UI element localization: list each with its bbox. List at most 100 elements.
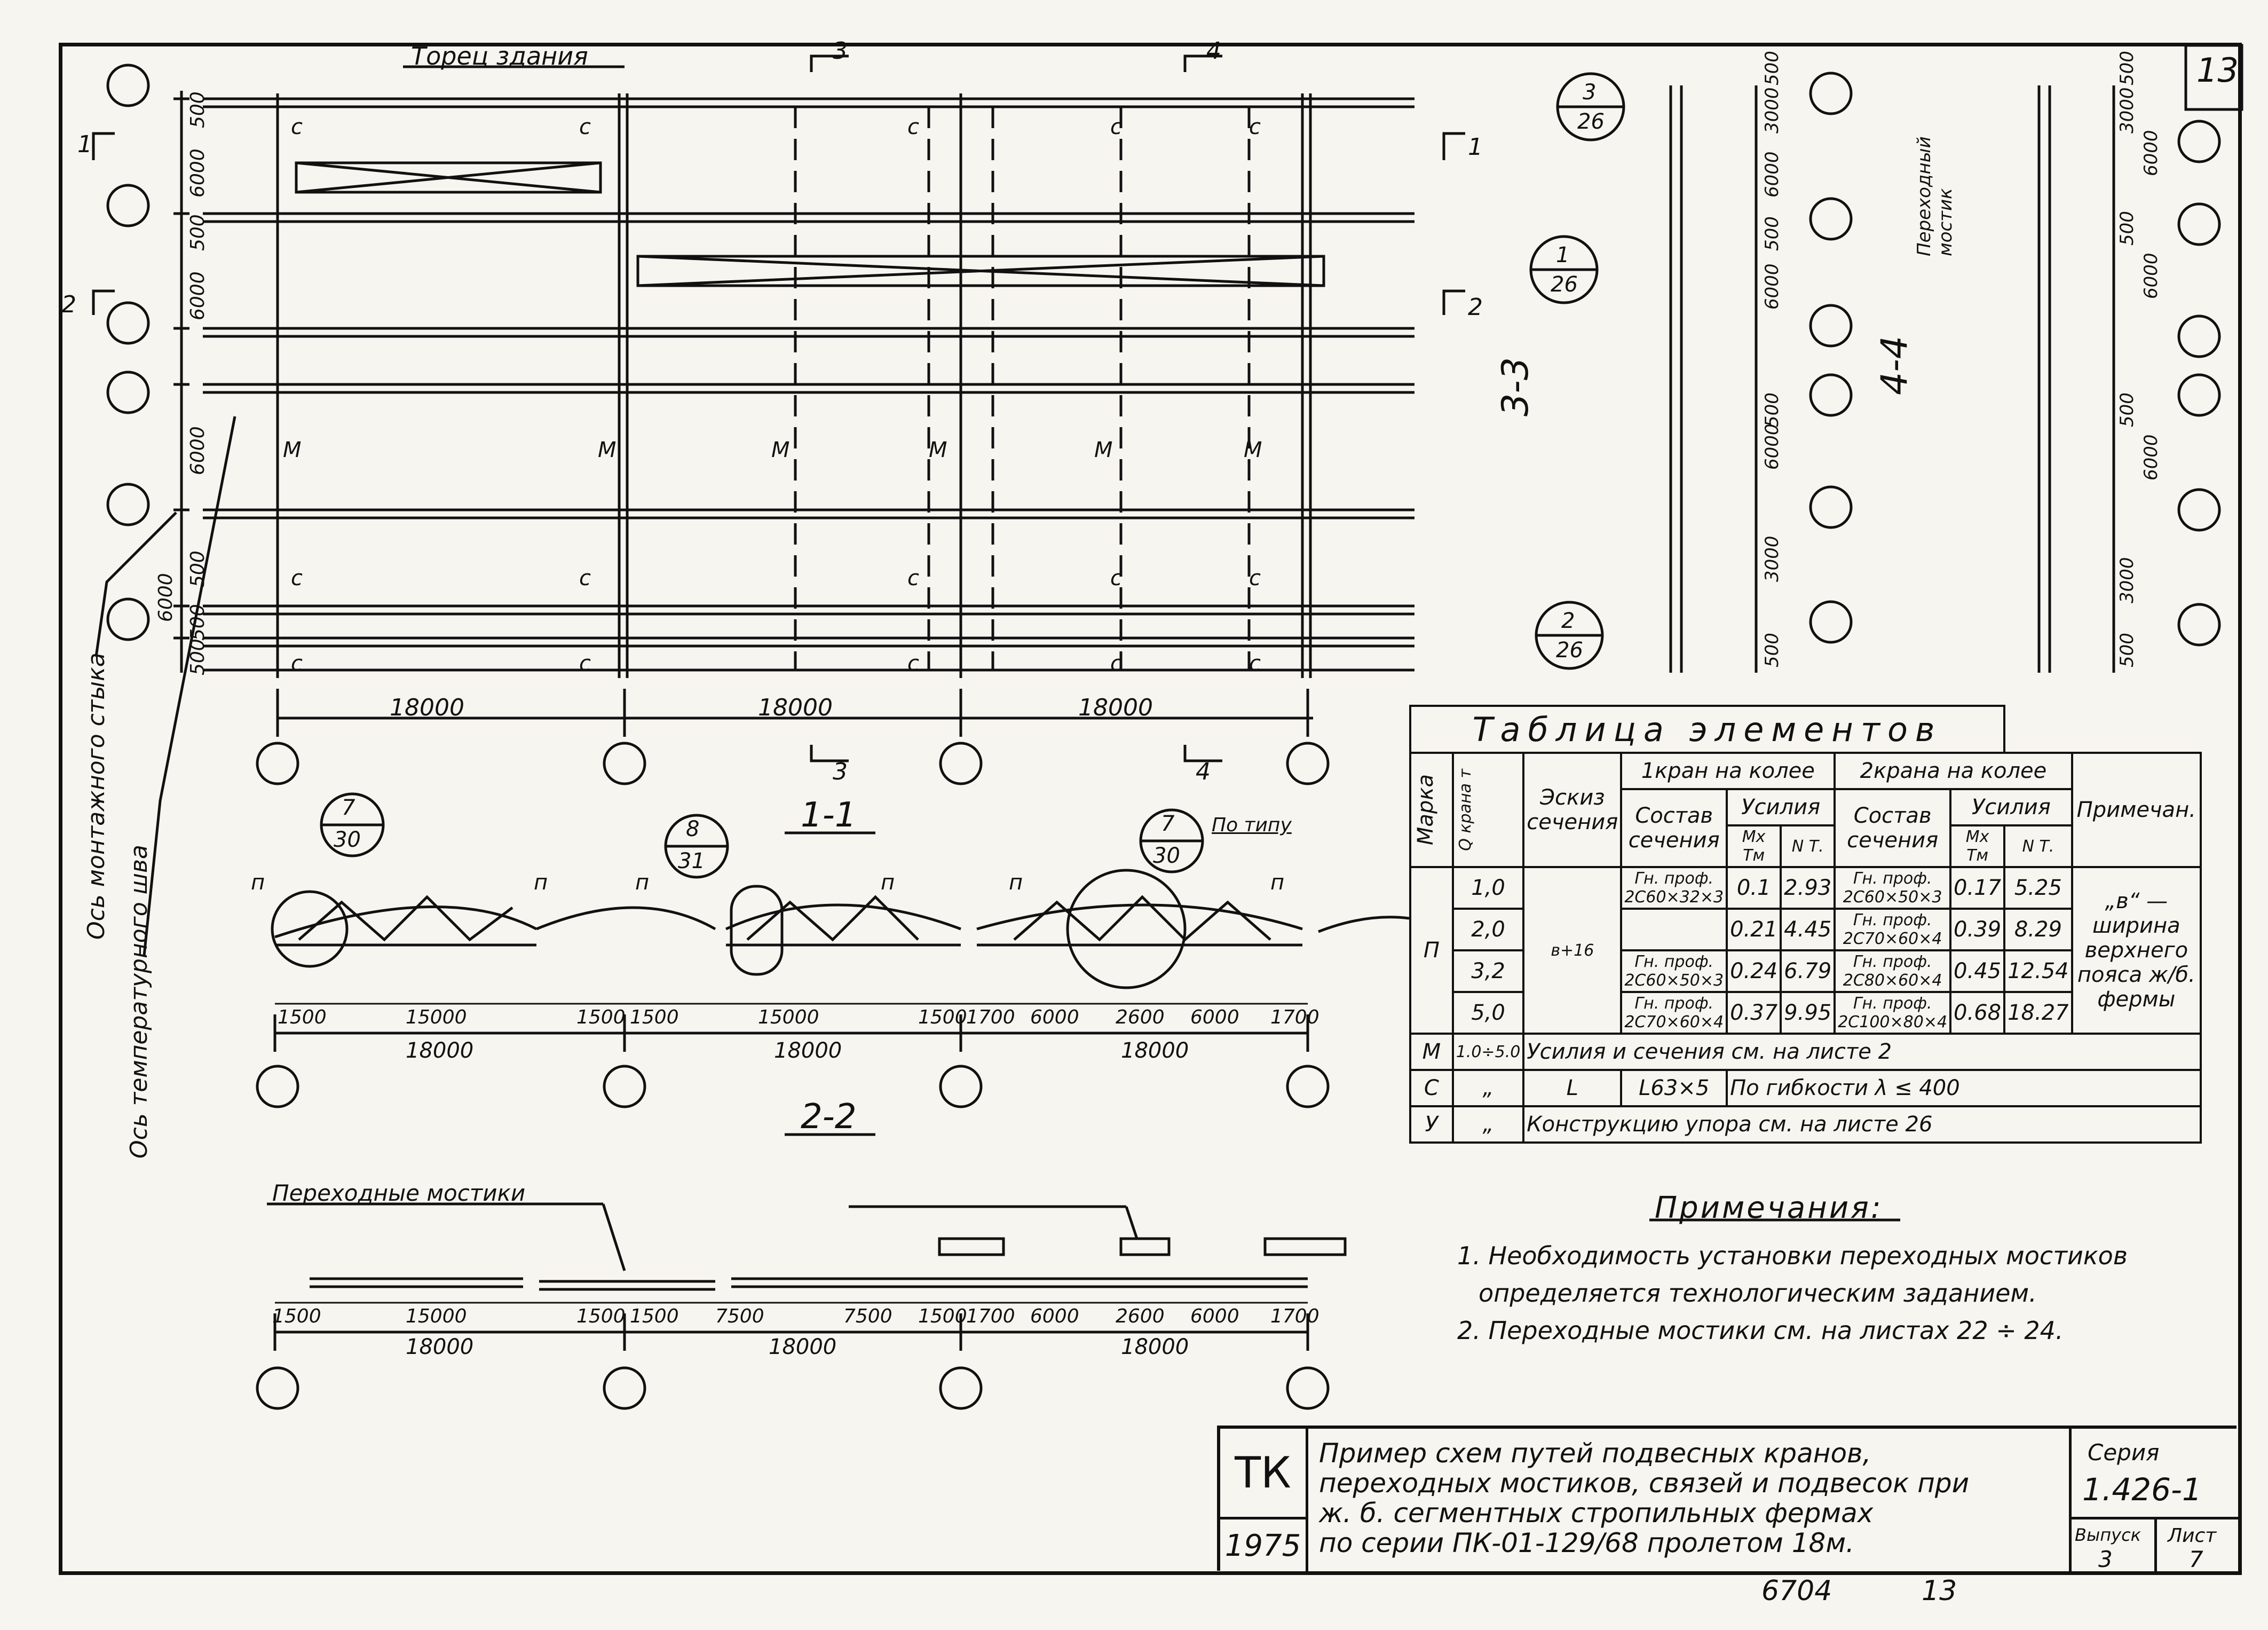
label-n: п xyxy=(1270,870,1285,895)
table-row: 2,0 0.21 4.45 Гн. проф. 2С70×60×4 0.39 8… xyxy=(1410,908,2201,951)
callout-8-31-top: 8 xyxy=(686,817,700,841)
sec22-dim: 6000 xyxy=(1190,1006,1239,1028)
hanger-label-m: M xyxy=(598,438,617,462)
stamp-sheet: 7 xyxy=(2189,1546,2203,1572)
section-mark-3-top: 3 xyxy=(833,37,848,65)
hanger-label-m: M xyxy=(283,438,302,462)
stamp-year: 1975 xyxy=(1220,1519,1308,1574)
sec22-total: 18000 xyxy=(774,1038,842,1063)
brace-label-c: c xyxy=(1249,566,1261,590)
callout-7-30-bottom: 30 xyxy=(334,828,361,852)
table-row: 3,2 Гн. проф. 2С60×50×3 0.24 6.79 Гн. пр… xyxy=(1410,949,2201,993)
plan-dim-9: 500 xyxy=(187,639,209,675)
table-row: С „ L L63×5 По гибкости λ ≤ 400 xyxy=(1409,1069,2202,1107)
col-comp-1: Состав сечения xyxy=(1620,788,1728,868)
bridges-dim: 1700 xyxy=(966,1305,1015,1327)
bridges-total: 18000 xyxy=(769,1335,837,1359)
callout-7-30b-top: 7 xyxy=(1161,812,1175,836)
stamp-sheet-cell: Лист 7 xyxy=(2157,1519,2240,1574)
sec22-total: 18000 xyxy=(1121,1038,1189,1063)
bridge-label: Переходный мостик xyxy=(1914,136,1956,256)
brace-label-c: c xyxy=(907,651,919,676)
table-row: У „ Конструкцию упора см. на листе 26 xyxy=(1409,1105,2202,1144)
sec33-dim: 500 xyxy=(1761,392,1783,427)
cell-n1: 9.95 xyxy=(1780,991,1836,1035)
sheet-number-box xyxy=(2184,44,2243,111)
sec22-dim: 2600 xyxy=(1116,1006,1165,1028)
brace-label-c: c xyxy=(1110,115,1122,139)
stamp-series-label: Серия xyxy=(2088,1439,2160,1466)
section-mark-3-bottom: 3 xyxy=(833,758,848,785)
sec22-dim: 6000 xyxy=(1030,1006,1079,1028)
bridges-title: Переходные мостики xyxy=(272,1180,526,1206)
bridges-dim: 1500 xyxy=(918,1305,967,1327)
bridges-dim: 7500 xyxy=(843,1305,892,1327)
stamp-org: ТК xyxy=(1220,1429,1308,1519)
plan-dim-7: 6000 xyxy=(155,573,177,622)
section-mark-2-right: 2 xyxy=(1468,294,1483,321)
cell-n1: 6.79 xyxy=(1780,949,1836,993)
cell-q: 5,0 xyxy=(1451,991,1525,1035)
sec33-dim: 3000 xyxy=(1761,536,1783,582)
col-mx-2: Мх Тм xyxy=(1949,824,2006,868)
note-line-3: 2. Переходные мостики см. на листах 22 ÷… xyxy=(1457,1316,2064,1345)
sketch-dim: в+16 xyxy=(1522,866,1623,1035)
row-m-text: Усилия и сечения см. на листе 2 xyxy=(1522,1033,2202,1071)
row-c-sketch: L xyxy=(1522,1069,1623,1107)
col-mark: Марка xyxy=(1413,774,1438,846)
plan-title: Торец здания xyxy=(411,42,588,70)
cell-n2: 18.27 xyxy=(2003,991,2073,1035)
plan-dim-2: 6000 xyxy=(187,148,209,198)
sec22-total: 18000 xyxy=(406,1038,474,1063)
brace-label-c: c xyxy=(907,566,919,590)
note-p: „в“ — ширина верхнего пояса ж/б. фермы xyxy=(2071,866,2202,1035)
col-crane1: 1кран на колее xyxy=(1620,752,1836,790)
row-mark-c: С xyxy=(1409,1069,1454,1107)
plan-dim-4: 6000 xyxy=(187,271,209,320)
section-1-1-trusses xyxy=(273,895,1410,1052)
col-comp-2: Состав сечения xyxy=(1834,788,1952,868)
callout-7-30-top: 7 xyxy=(342,796,355,820)
cell-comp1: Гн. проф. 2С70×60×4 xyxy=(1620,991,1728,1035)
bridges-dim: 2600 xyxy=(1116,1305,1165,1327)
sec33-dim: 3000 xyxy=(1761,87,1783,133)
bridges-dim: 6000 xyxy=(1030,1305,1079,1327)
callout-1-26-bottom: 26 xyxy=(1551,272,1578,297)
section-mark-1-left: 1 xyxy=(77,131,92,158)
bridges-dim: 6000 xyxy=(1190,1305,1239,1327)
col-note: Примечан. xyxy=(2071,752,2202,868)
hanger-label-m: M xyxy=(929,438,947,462)
sec22-dim: 1500 xyxy=(576,1006,626,1028)
col-crane2: 2крана на колее xyxy=(1834,752,2073,790)
sec44-dim: 6000 xyxy=(2140,130,2162,176)
row-m-q: 1.0÷5.0 xyxy=(1451,1033,1525,1071)
notes-title: Примечания: xyxy=(1655,1191,1883,1225)
row-mark-y: У xyxy=(1409,1105,1454,1144)
col-force-2: Усилия xyxy=(1949,788,2073,826)
plan-trusses xyxy=(276,93,1312,678)
row-y-q: „ xyxy=(1451,1105,1525,1144)
row-y-text: Конструкцию упора см. на листе 26 xyxy=(1522,1105,2202,1144)
bridges-dim: 1500 xyxy=(272,1305,321,1327)
sec44-dim: 3000 xyxy=(2116,87,2138,133)
plan-dim-3: 500 xyxy=(187,214,209,251)
section-mark-4-bottom: 4 xyxy=(1196,758,1211,785)
sec44-dim: 500 xyxy=(2116,633,2138,667)
cell-mx2: 0.68 xyxy=(1949,991,2006,1035)
bridges-dim: 1500 xyxy=(630,1305,679,1327)
callout-2-26-top: 2 xyxy=(1561,609,1575,633)
cell-mx1: 0.1 xyxy=(1726,866,1782,910)
plan-dim-1: 500 xyxy=(187,91,209,128)
bridges-total: 18000 xyxy=(406,1335,474,1359)
cell-q: 2,0 xyxy=(1451,908,1525,951)
section-3-3-title: 3-3 xyxy=(1495,357,1537,416)
plan-span-2: 18000 xyxy=(758,694,833,721)
sec22-dim: 15000 xyxy=(406,1006,467,1028)
brace-label-c: c xyxy=(1249,651,1261,676)
bridges-dim: 1500 xyxy=(576,1305,626,1327)
callout-note: По типу xyxy=(1212,814,1292,836)
stamp-title-line: по серии ПК-01-129/68 пролетом 18м. xyxy=(1319,1527,1854,1558)
col-n-2: N Т. xyxy=(2003,824,2073,868)
sec33-dim: 500 xyxy=(1761,633,1783,667)
stamp-issue: 3 xyxy=(2098,1546,2113,1572)
